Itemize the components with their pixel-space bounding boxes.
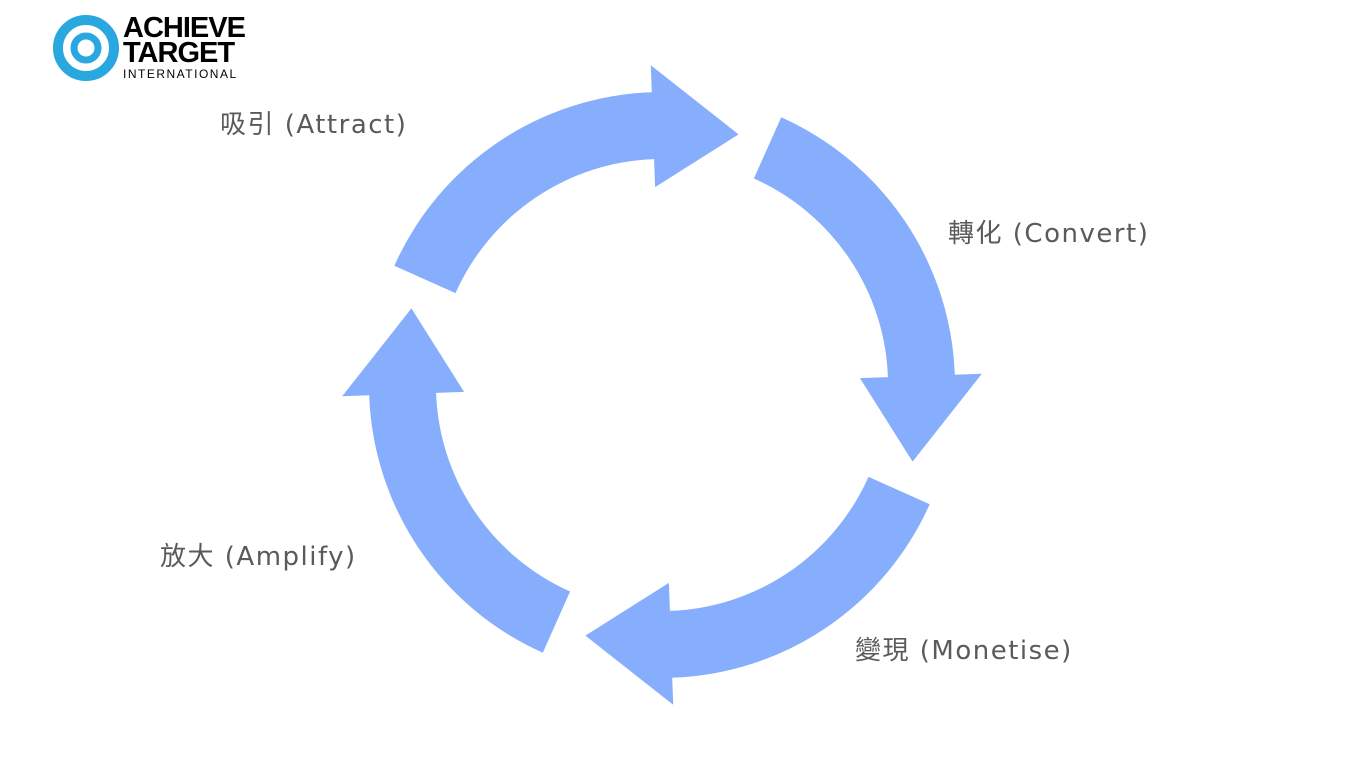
stage-label-attract: 吸引 (Attract) [220,110,408,140]
arrow-attract [394,65,739,294]
stage-label-monetise: 變現 (Monetise) [855,636,1073,666]
stage-label-convert: 轉化 (Convert) [948,219,1150,249]
arrow-convert [753,117,982,462]
arrow-amplify [342,308,571,653]
logo-text-target: TARGET [123,37,235,69]
logo-text-achieve: ACHIEVE [123,12,246,44]
arrow-monetise [585,476,930,705]
logo-text-international: INTERNATIONAL [123,67,238,81]
stage-label-amplify: 放大 (Amplify) [160,542,357,572]
company-logo: ACHIEVE TARGET INTERNATIONAL [52,14,262,84]
target-icon [53,15,119,81]
